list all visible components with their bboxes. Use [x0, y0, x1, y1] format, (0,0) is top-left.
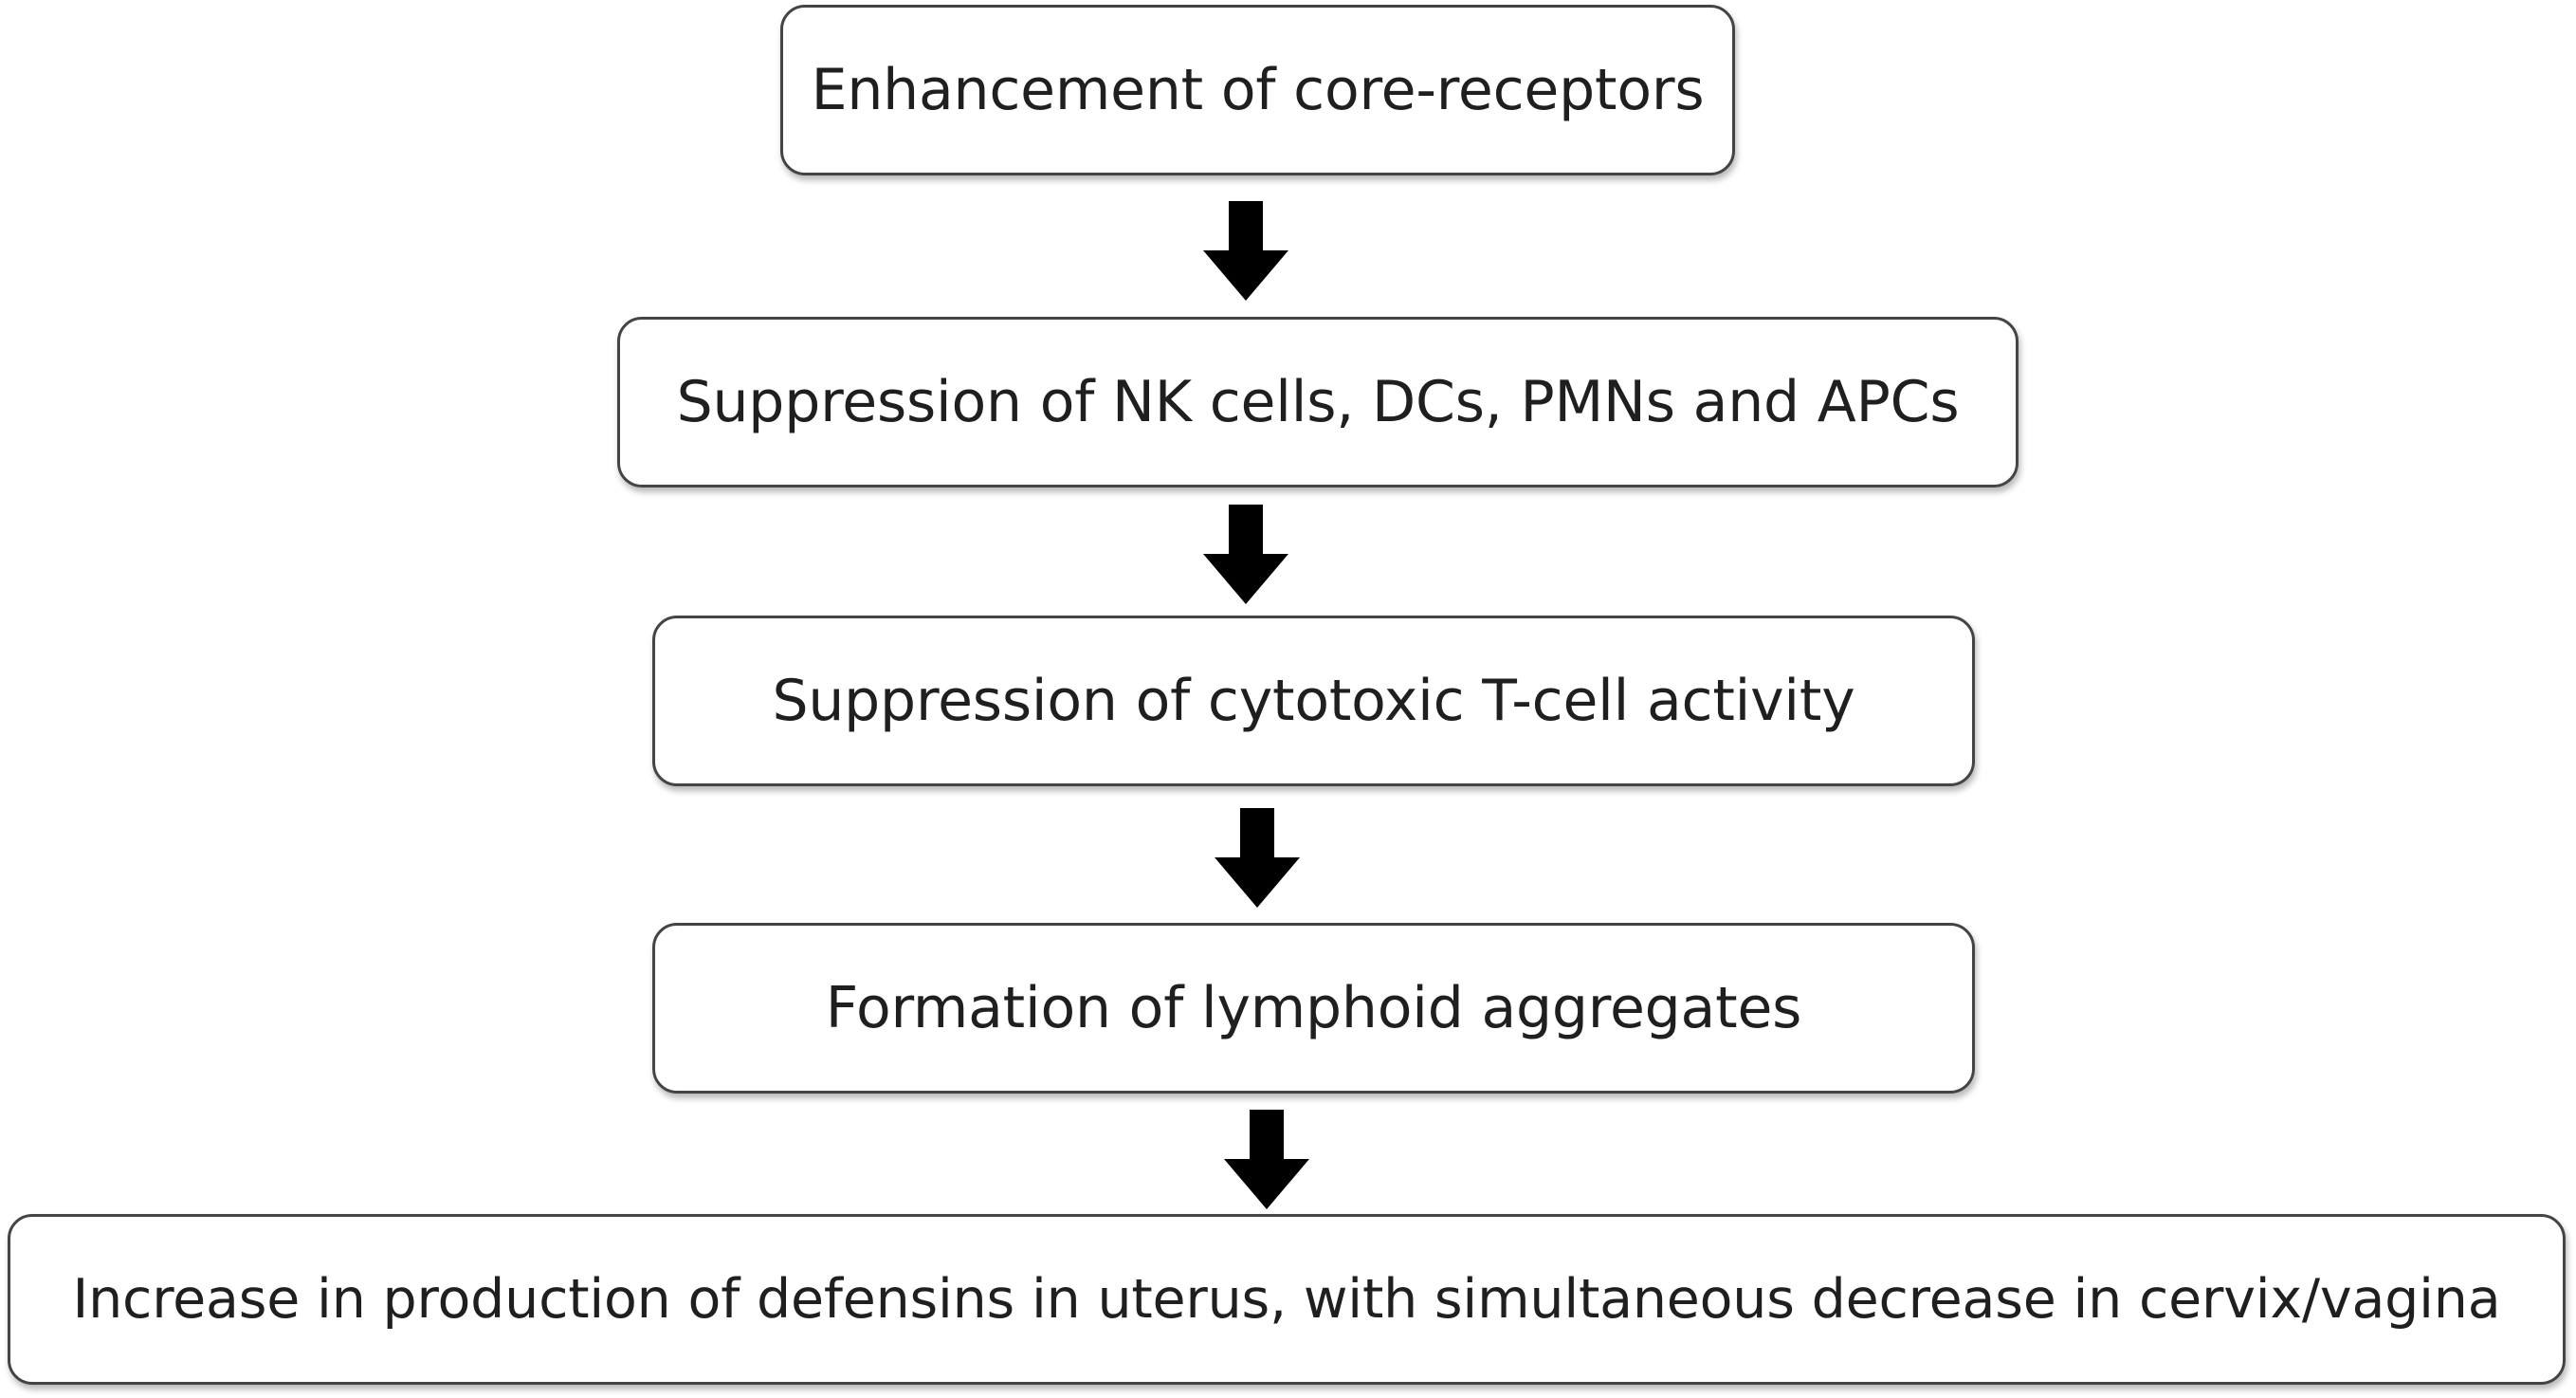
- down-arrow-icon: [1203, 201, 1288, 301]
- step-label: Increase in production of defensins in u…: [72, 1268, 2501, 1331]
- step-box-lymphoid-aggregates: Formation of lymphoid aggregates: [652, 923, 1975, 1094]
- down-arrow-icon: [1215, 808, 1300, 908]
- step-box-defensins: Increase in production of defensins in u…: [8, 1214, 2566, 1385]
- step-label: Enhancement of core-receptors: [811, 57, 1705, 123]
- step-box-core-receptors: Enhancement of core-receptors: [780, 5, 1735, 175]
- step-label: Suppression of cytotoxic T-cell activity: [772, 668, 1855, 734]
- step-box-t-cell-suppression: Suppression of cytotoxic T-cell activity: [652, 616, 1975, 786]
- step-label: Suppression of NK cells, DCs, PMNs and A…: [676, 369, 1960, 435]
- down-arrow-icon: [1224, 1110, 1309, 1209]
- step-label: Formation of lymphoid aggregates: [825, 975, 1802, 1041]
- step-box-immune-cell-suppression: Suppression of NK cells, DCs, PMNs and A…: [617, 317, 2019, 487]
- down-arrow-icon: [1203, 505, 1288, 604]
